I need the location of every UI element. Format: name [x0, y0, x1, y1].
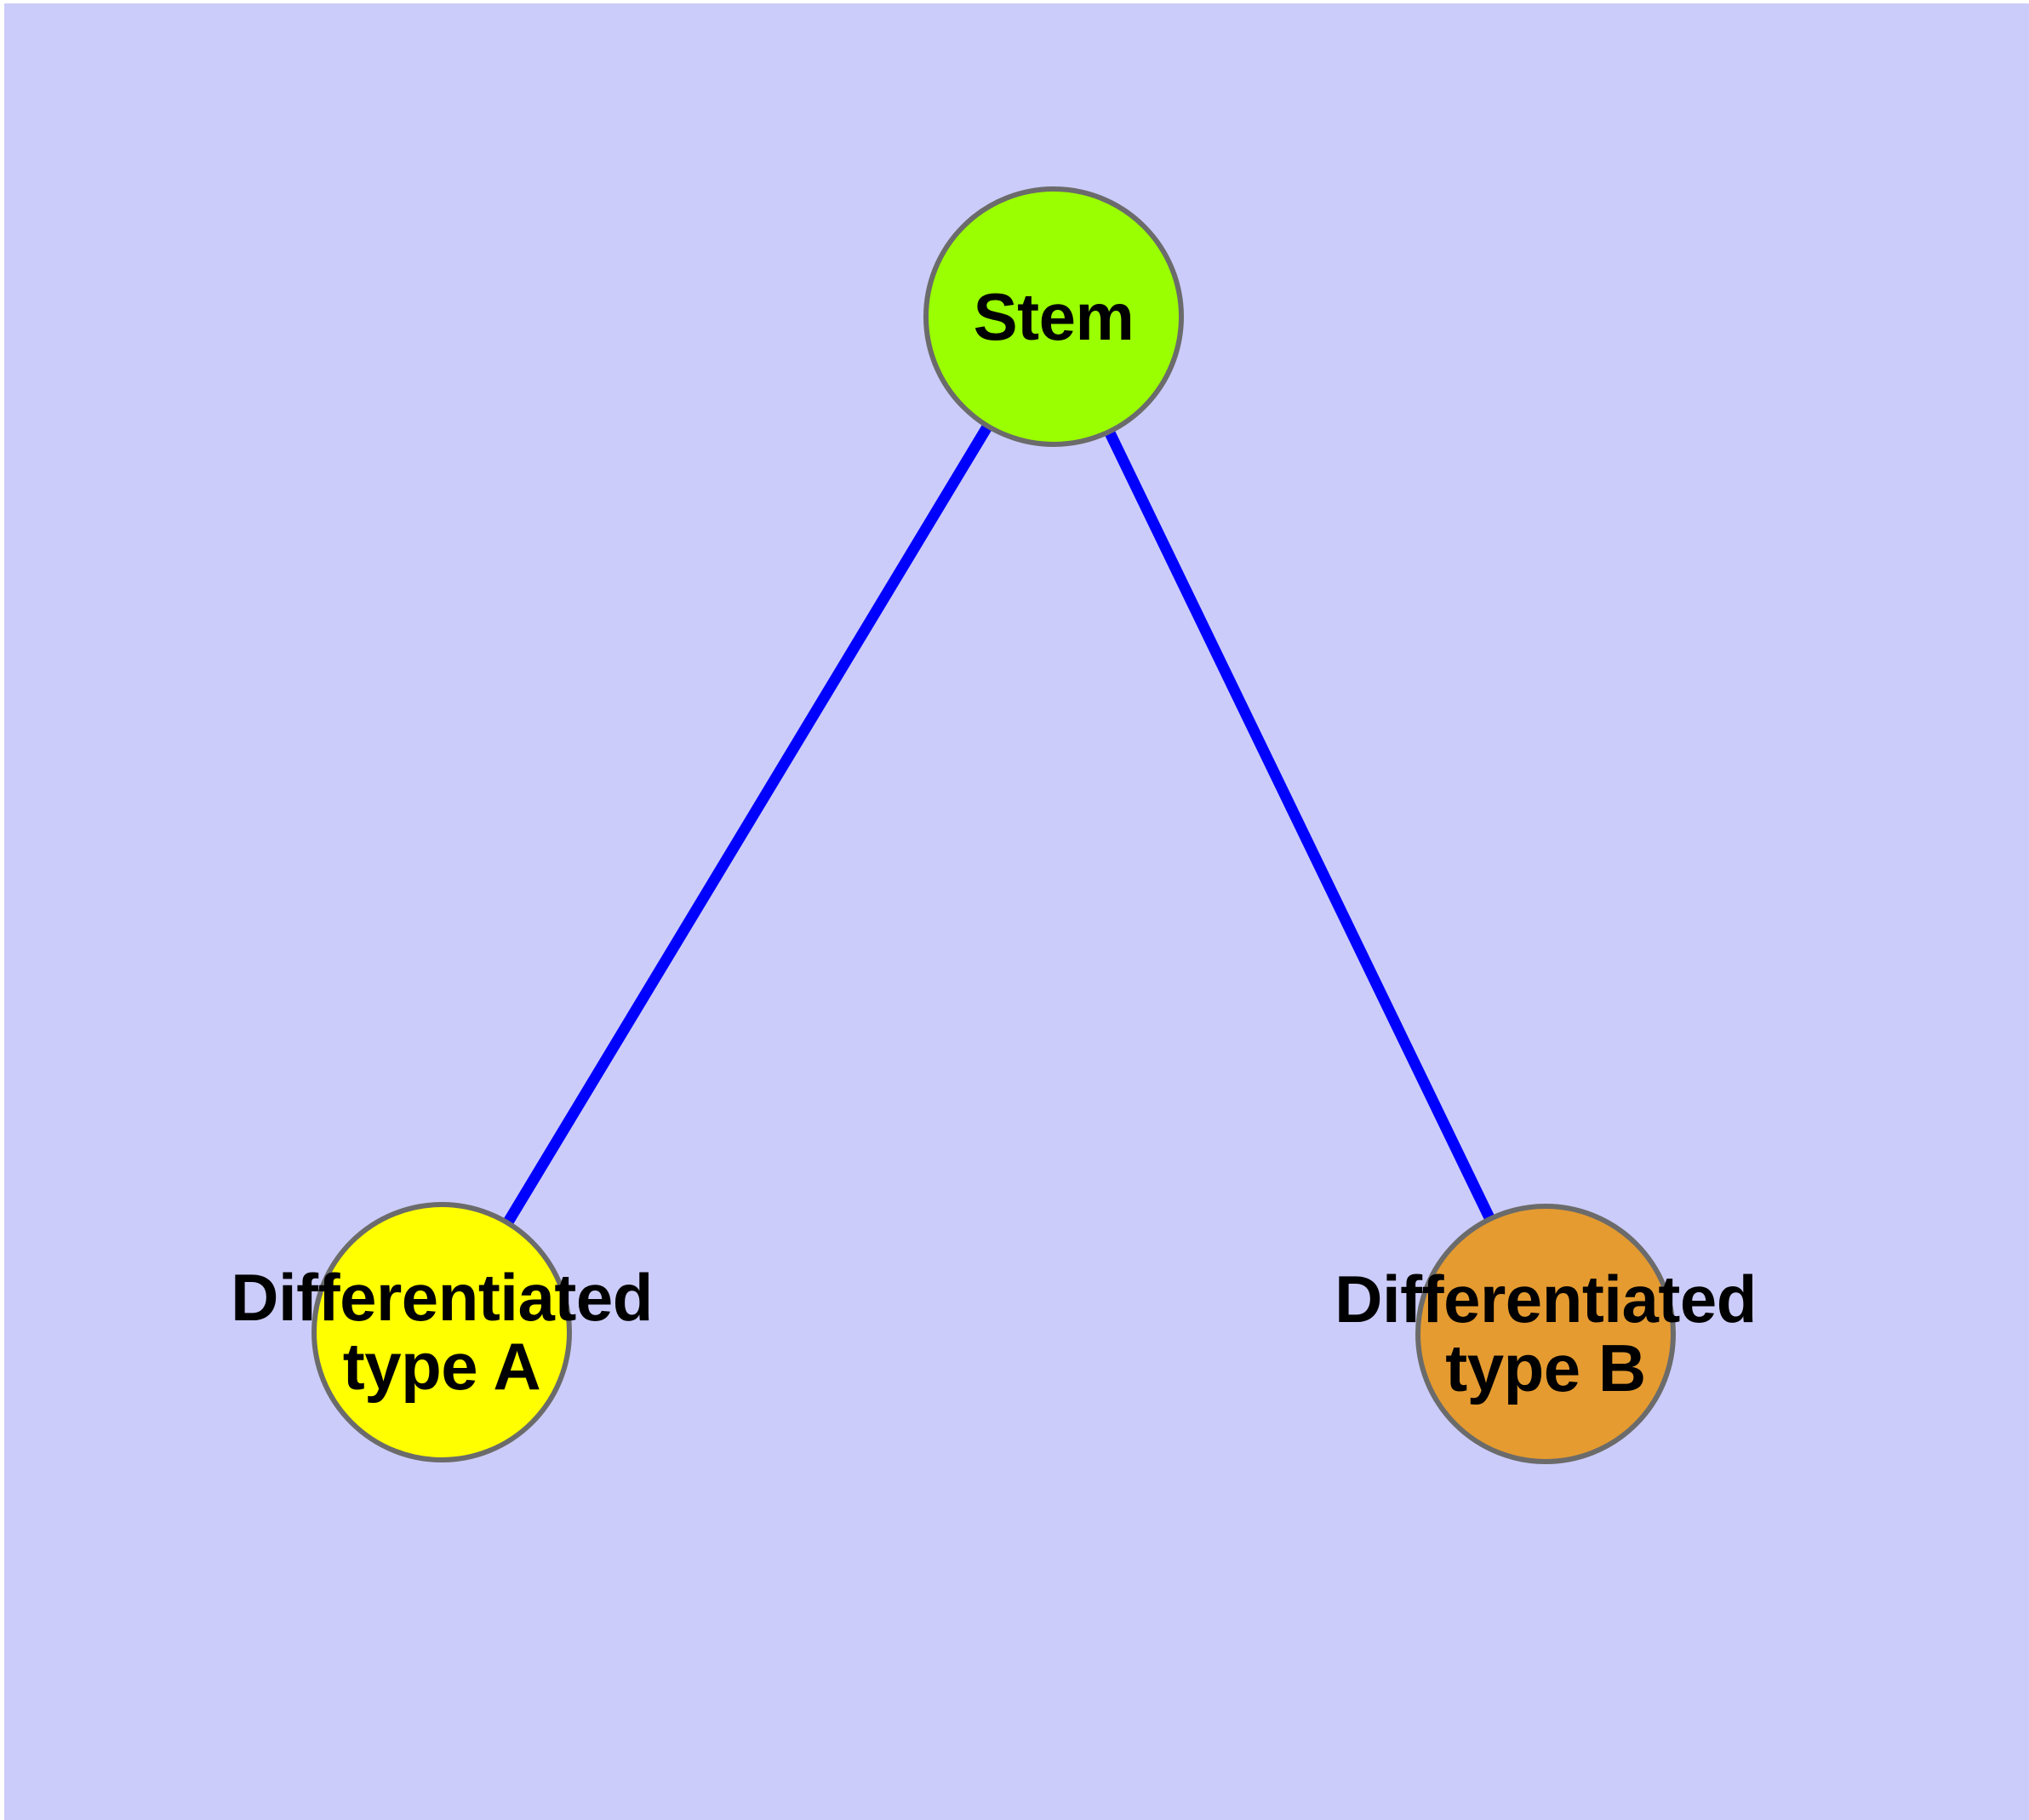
node-differentiated-type-a[interactable]	[311, 1202, 572, 1462]
node-stem[interactable]	[923, 186, 1184, 447]
edge-layer	[502, 423, 1495, 1226]
node-layer	[311, 186, 1676, 1464]
edge-stem-to-differentiated-type-a[interactable]	[502, 423, 993, 1226]
node-differentiated-type-b[interactable]	[1415, 1204, 1676, 1464]
edge-stem-to-differentiated-type-b[interactable]	[1104, 429, 1495, 1222]
